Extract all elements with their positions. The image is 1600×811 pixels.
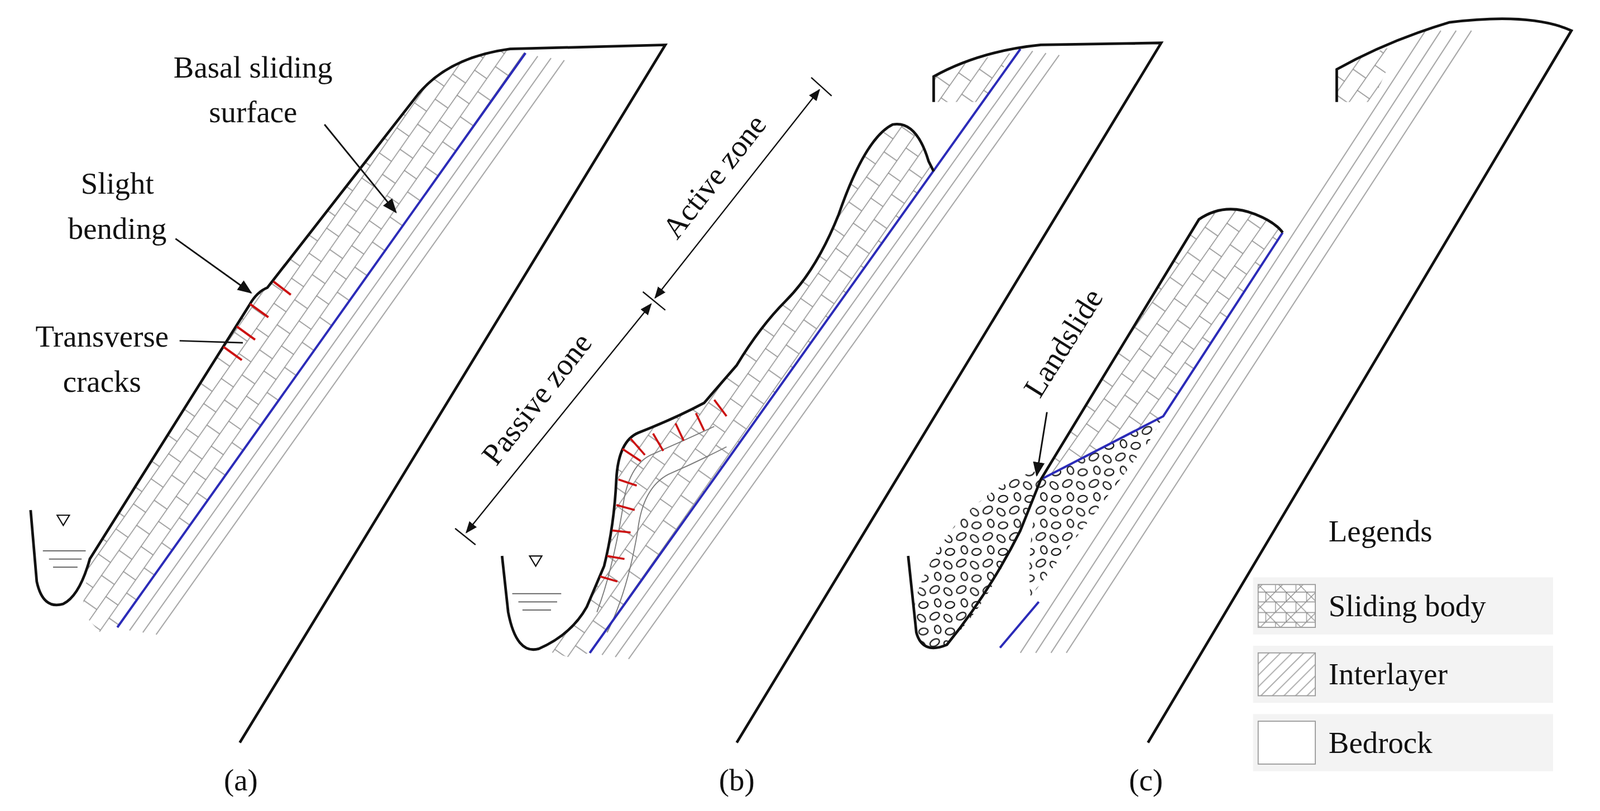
annotation-label: Slight bending <box>40 161 194 252</box>
leader-arrow <box>324 124 396 213</box>
annotation-label: (a) <box>223 758 258 803</box>
annotation-label: (c) <box>1128 758 1163 803</box>
basal-sliding-line <box>117 53 526 628</box>
interlayer-line <box>601 50 1060 659</box>
leader-arrow <box>1036 412 1047 476</box>
leader-line <box>179 340 243 343</box>
annotation-label: Passive zone <box>470 323 603 476</box>
water-symbol <box>529 556 543 567</box>
legend-row <box>1253 714 1554 771</box>
dimension-tick <box>454 77 832 545</box>
legend-text: Interlayer <box>1328 652 1448 697</box>
slope-outline <box>1147 18 1572 744</box>
water-symbol <box>56 515 70 526</box>
water-line <box>512 593 562 611</box>
leader-arrow <box>175 238 251 294</box>
legend-row <box>1253 577 1554 635</box>
dimension-line <box>466 304 651 533</box>
panel-b <box>454 42 1162 744</box>
legend-text: Sliding body <box>1328 583 1487 629</box>
crack <box>600 399 727 582</box>
annotation-label: Active zone <box>651 104 778 249</box>
annotation-label: Legends <box>1328 509 1433 554</box>
legend-swatch <box>1258 721 1316 765</box>
legend-text: Bedrock <box>1328 720 1433 765</box>
panel-c <box>908 18 1572 744</box>
legend-swatch <box>1258 584 1316 628</box>
legend-row <box>1253 645 1554 703</box>
fold-line <box>596 426 727 633</box>
slope-outline <box>908 209 1283 649</box>
annotation-label: (b) <box>719 758 755 803</box>
annotation-label: Transverse cracks <box>10 314 194 405</box>
crack <box>223 281 291 361</box>
water-line <box>42 551 86 568</box>
interlayer-line <box>129 56 565 635</box>
annotation-label: Basal sliding surface <box>151 44 356 135</box>
legend-swatch <box>1258 653 1316 697</box>
legend-box <box>1253 577 1554 771</box>
